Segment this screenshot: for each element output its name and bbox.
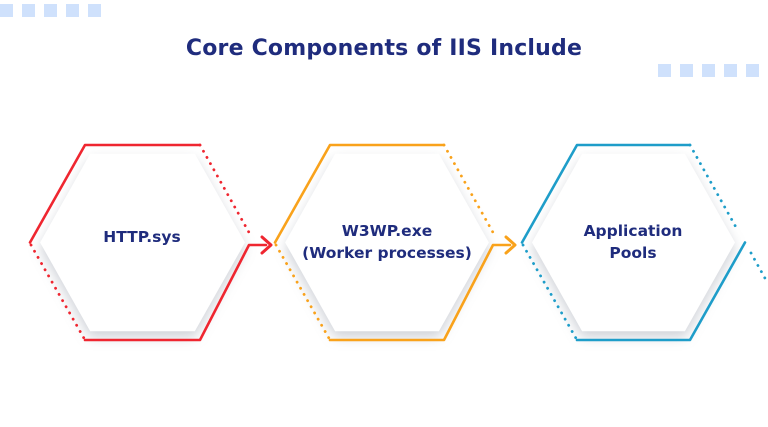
hexagon-1-outline-top	[28, 143, 202, 244]
hexagon-3-outline-top	[520, 143, 692, 244]
decor-square	[22, 4, 35, 17]
hexagon-3-dotted-lower-left	[521, 243, 579, 342]
decor-squares-top-left	[0, 4, 101, 17]
hexagon-3-inner	[532, 153, 735, 332]
hexagon-2-label-line2: (Worker processes)	[302, 244, 472, 262]
hexagon-2-dotted-lower-left	[274, 243, 332, 342]
hexagon-2-outline-bottom-arrow-shaft	[328, 243, 512, 342]
hexagon-3-label-line1: Application	[583, 222, 683, 240]
decor-squares-right	[658, 64, 759, 77]
decor-square	[658, 64, 671, 77]
hexagon-1-dotted-lower-left	[29, 243, 87, 342]
hexagon-1-label-line1: HTTP.sys	[103, 228, 181, 246]
hexagon-3-label: Application Pools	[528, 220, 738, 264]
hexagon-3-dotted-tail-out	[749, 251, 768, 282]
decor-square	[702, 64, 715, 77]
flow-arrow-2-icon	[504, 235, 517, 255]
hexagon-2-inner	[285, 153, 489, 332]
hexagon-2-label-line1: W3WP.exe	[341, 222, 433, 240]
decor-square	[66, 4, 79, 17]
hexagon-2-label: W3WP.exe (Worker processes)	[282, 220, 492, 264]
page-title: Core Components of IIS Include	[185, 36, 583, 61]
decor-square	[88, 4, 101, 17]
decor-square	[746, 64, 759, 77]
decor-square	[0, 4, 13, 17]
decor-square	[44, 4, 57, 17]
decor-square	[680, 64, 693, 77]
hexagon-3-label-line2: Pools	[609, 244, 657, 262]
hexagon-3-outline-bottom	[575, 241, 747, 342]
hexagon-1-outline-bottom-arrow-shaft	[83, 243, 268, 342]
hexagon-2-outline-top	[273, 143, 446, 244]
hexagon-1-label: HTTP.sys	[37, 226, 247, 248]
decor-square	[724, 64, 737, 77]
flow-arrow-1-icon	[260, 235, 273, 255]
hexagon-1-inner	[40, 153, 245, 332]
